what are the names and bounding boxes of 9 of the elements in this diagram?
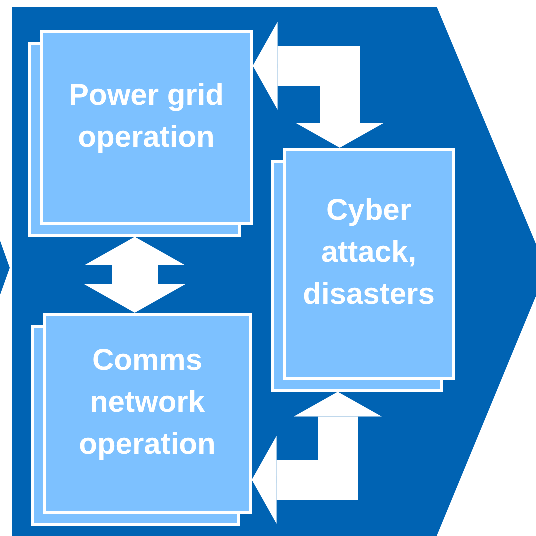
process-box bbox=[43, 313, 252, 514]
box-label: Power grid operation bbox=[68, 78, 226, 156]
box-label: Cyber attack, disasters bbox=[302, 193, 436, 313]
process-box bbox=[283, 148, 455, 380]
box-label: Comms network operation bbox=[78, 342, 217, 462]
process-box bbox=[40, 30, 253, 225]
block-arrow bbox=[253, 22, 384, 148]
block-arrow bbox=[84, 237, 186, 313]
block-arrow bbox=[252, 392, 382, 524]
